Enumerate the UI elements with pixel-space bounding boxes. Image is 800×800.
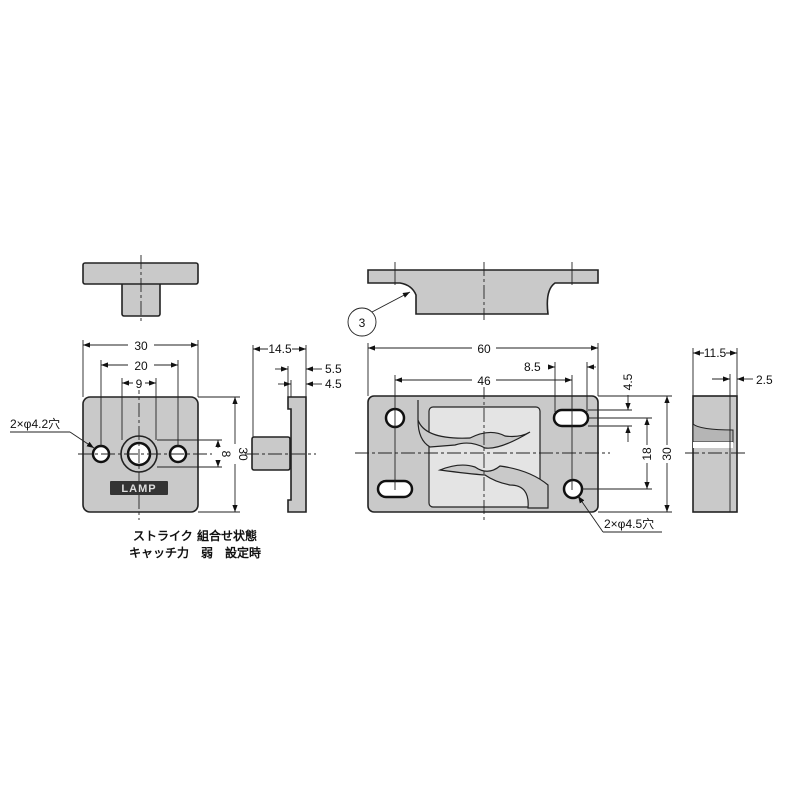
dim-boss-height: 8	[219, 451, 233, 458]
catch-dim-width: 60	[477, 342, 491, 356]
catch-side-view	[685, 348, 753, 513]
catch-top-view	[347, 262, 599, 337]
logo-text: LAMP	[121, 483, 156, 495]
catch-dim-depth: 11.5	[704, 346, 727, 360]
dim-depth: 14.5	[268, 342, 292, 356]
balloon-label: 3	[359, 316, 366, 330]
strike-side-view	[245, 345, 322, 513]
catch-hole-bottom	[562, 478, 584, 500]
catch-dim-slot-h: 4.5	[621, 373, 635, 390]
catch-slot-right	[552, 408, 590, 428]
strike-front-view: LAMP	[10, 340, 240, 520]
strike-top-view	[82, 255, 199, 322]
catch-dim-hole-pitch: 46	[477, 374, 491, 388]
lamp-logo: LAMP	[110, 481, 168, 495]
catch-dim-slot: 8.5	[524, 360, 541, 374]
strike-hole-note: 2×φ4.2穴	[10, 416, 60, 431]
dim-d1: 5.5	[325, 362, 342, 376]
caption-line1: ストライク 組合せ状態	[133, 528, 257, 543]
dim-d2: 4.5	[325, 377, 342, 391]
balloon-3	[347, 307, 377, 337]
catch-hole-note: 2×φ4.5穴	[604, 516, 654, 531]
dim-hole-pitch: 20	[134, 359, 148, 373]
dim-width: 30	[134, 339, 148, 353]
catch-front-view	[355, 343, 672, 533]
catch-dim-height: 30	[660, 447, 674, 461]
dim-height: 30	[236, 447, 250, 461]
dim-boss: 9	[136, 377, 143, 391]
catch-dim-d1: 2.5	[756, 373, 773, 387]
catch-dim-vert-pitch: 18	[640, 447, 654, 461]
caption-line2: キャッチ力 弱 設定時	[129, 545, 261, 560]
